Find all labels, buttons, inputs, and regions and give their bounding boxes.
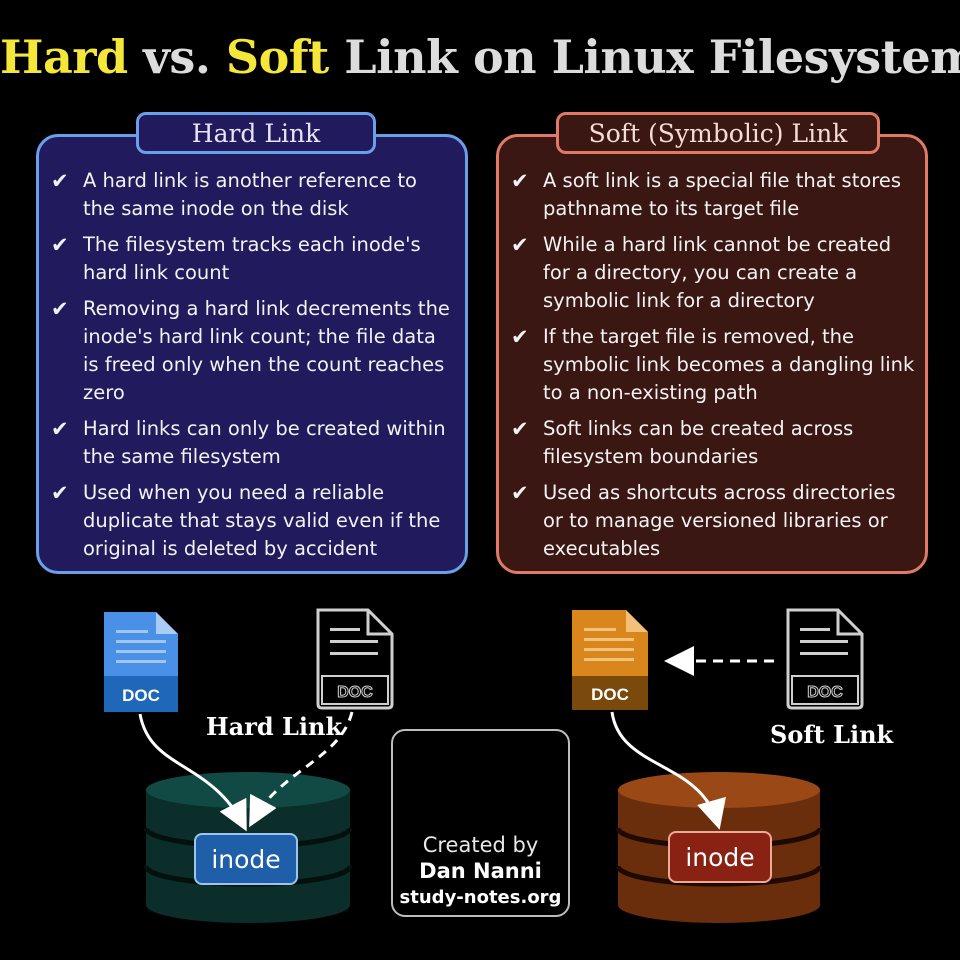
checkmark-icon: ✔ [511, 417, 529, 441]
hard-link-heading: Hard Link [136, 112, 376, 154]
list-item: ✔Removing a hard link decrements the ino… [51, 297, 450, 404]
checkmark-icon: ✔ [51, 297, 69, 321]
list-item: ✔Used as shortcuts across directories or… [511, 481, 896, 560]
list-item: ✔The filesystem tracks each inode's hard… [51, 233, 421, 284]
soft-link-doc-icon [786, 608, 864, 710]
list-item: ✔Hard links can only be created within t… [51, 417, 446, 468]
credit-card: Created by Dan Nanni study-notes.org [391, 729, 570, 917]
hard-inode-label: inode [194, 833, 298, 885]
doc-label: DOC [337, 684, 373, 701]
list-item: ✔A hard link is another reference to the… [51, 169, 417, 220]
target-doc-icon [572, 610, 648, 710]
hard-arrow-solid [138, 713, 247, 832]
soft-link-panel: ✔A soft link is a special file that stor… [496, 134, 928, 574]
soft-link-heading: Soft (Symbolic) Link [556, 112, 880, 154]
hard-link-label: Hard Link [206, 712, 343, 741]
soft-inode-label: inode [668, 831, 772, 883]
soft-link-list: ✔A soft link is a special file that stor… [511, 167, 915, 571]
list-item: ✔If the target file is removed, the symb… [511, 325, 915, 404]
page-title: Hard vs. Soft Link on Linux Filesystem [0, 30, 960, 84]
checkmark-icon: ✔ [511, 481, 529, 505]
checkmark-icon: ✔ [511, 233, 529, 257]
original-doc-icon [104, 612, 178, 712]
checkmark-icon: ✔ [511, 325, 529, 349]
doc-label: DOC [591, 685, 629, 704]
soft-arrow-solid [610, 711, 726, 830]
hard-arrow-dashed [249, 711, 354, 828]
doc-label: DOC [122, 686, 160, 705]
checkmark-icon: ✔ [51, 481, 69, 505]
checkmark-icon: ✔ [51, 233, 69, 257]
list-item: ✔Soft links can be created across filesy… [511, 417, 854, 468]
soft-link-label: Soft Link [770, 720, 894, 749]
list-item: ✔Used when you need a reliable duplicate… [51, 481, 441, 560]
list-item: ✔A soft link is a special file that stor… [511, 169, 902, 220]
credit-created-by: Created by [422, 833, 539, 857]
hard-link-doc-icon [316, 608, 394, 710]
checkmark-icon: ✔ [51, 169, 69, 193]
credit-site: study-notes.org [399, 887, 562, 908]
credit-author: Dan Nanni [419, 859, 542, 883]
checkmark-icon: ✔ [51, 417, 69, 441]
list-item: ✔While a hard link cannot be created for… [511, 233, 892, 312]
hard-link-panel: ✔A hard link is another reference to the… [36, 134, 468, 574]
checkmark-icon: ✔ [511, 169, 529, 193]
hard-link-list: ✔A hard link is another reference to the… [51, 167, 455, 571]
doc-label: DOC [807, 684, 843, 701]
